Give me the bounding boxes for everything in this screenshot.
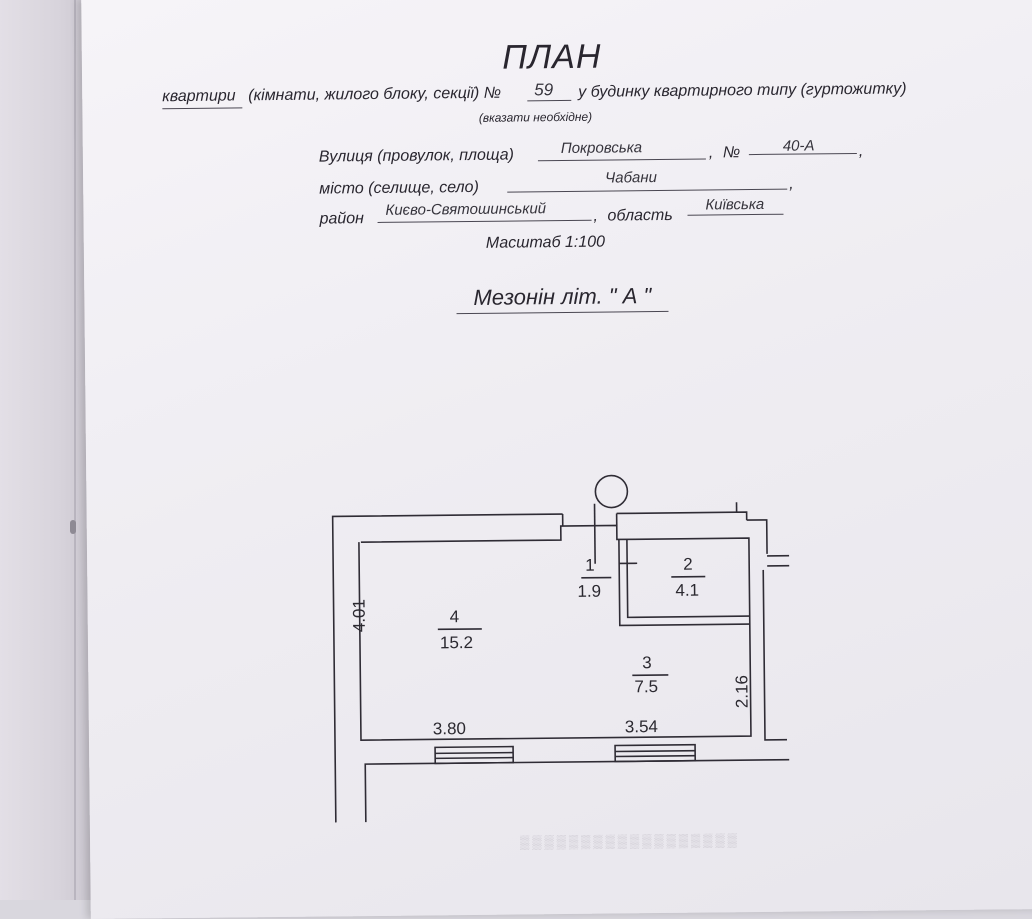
room-2-number: 2	[683, 555, 693, 575]
room-1-number: 1	[585, 556, 595, 576]
dimension-bottom-right: 3.54	[625, 717, 658, 737]
staple-hole	[70, 520, 76, 534]
page-fold-edge	[74, 0, 76, 900]
outer-wall-left-top	[333, 514, 566, 822]
floor-plan-drawing	[81, 0, 1032, 919]
dimension-bottom-left: 3.80	[433, 719, 466, 739]
dimension-left-wall: 4.01	[350, 599, 370, 632]
document-sheet: ПЛАН квартири (кімнати, жилого блоку, се…	[81, 0, 1032, 919]
room-3-number: 3	[642, 653, 652, 673]
underlying-sheet	[0, 0, 96, 900]
dimension-right-wall: 2.16	[732, 675, 752, 708]
room-4-number: 4	[450, 607, 460, 627]
outer-wall-bottom	[365, 760, 790, 822]
orientation-circle	[595, 475, 627, 507]
outer-wall-right-lower	[763, 570, 787, 740]
room-3-area: 7.5	[634, 677, 658, 697]
window-left	[435, 747, 513, 764]
room-2-area: 4.1	[675, 581, 699, 601]
room-1-area: 1.9	[577, 582, 601, 602]
room-4-area: 15.2	[440, 633, 473, 653]
window-right	[615, 745, 695, 762]
